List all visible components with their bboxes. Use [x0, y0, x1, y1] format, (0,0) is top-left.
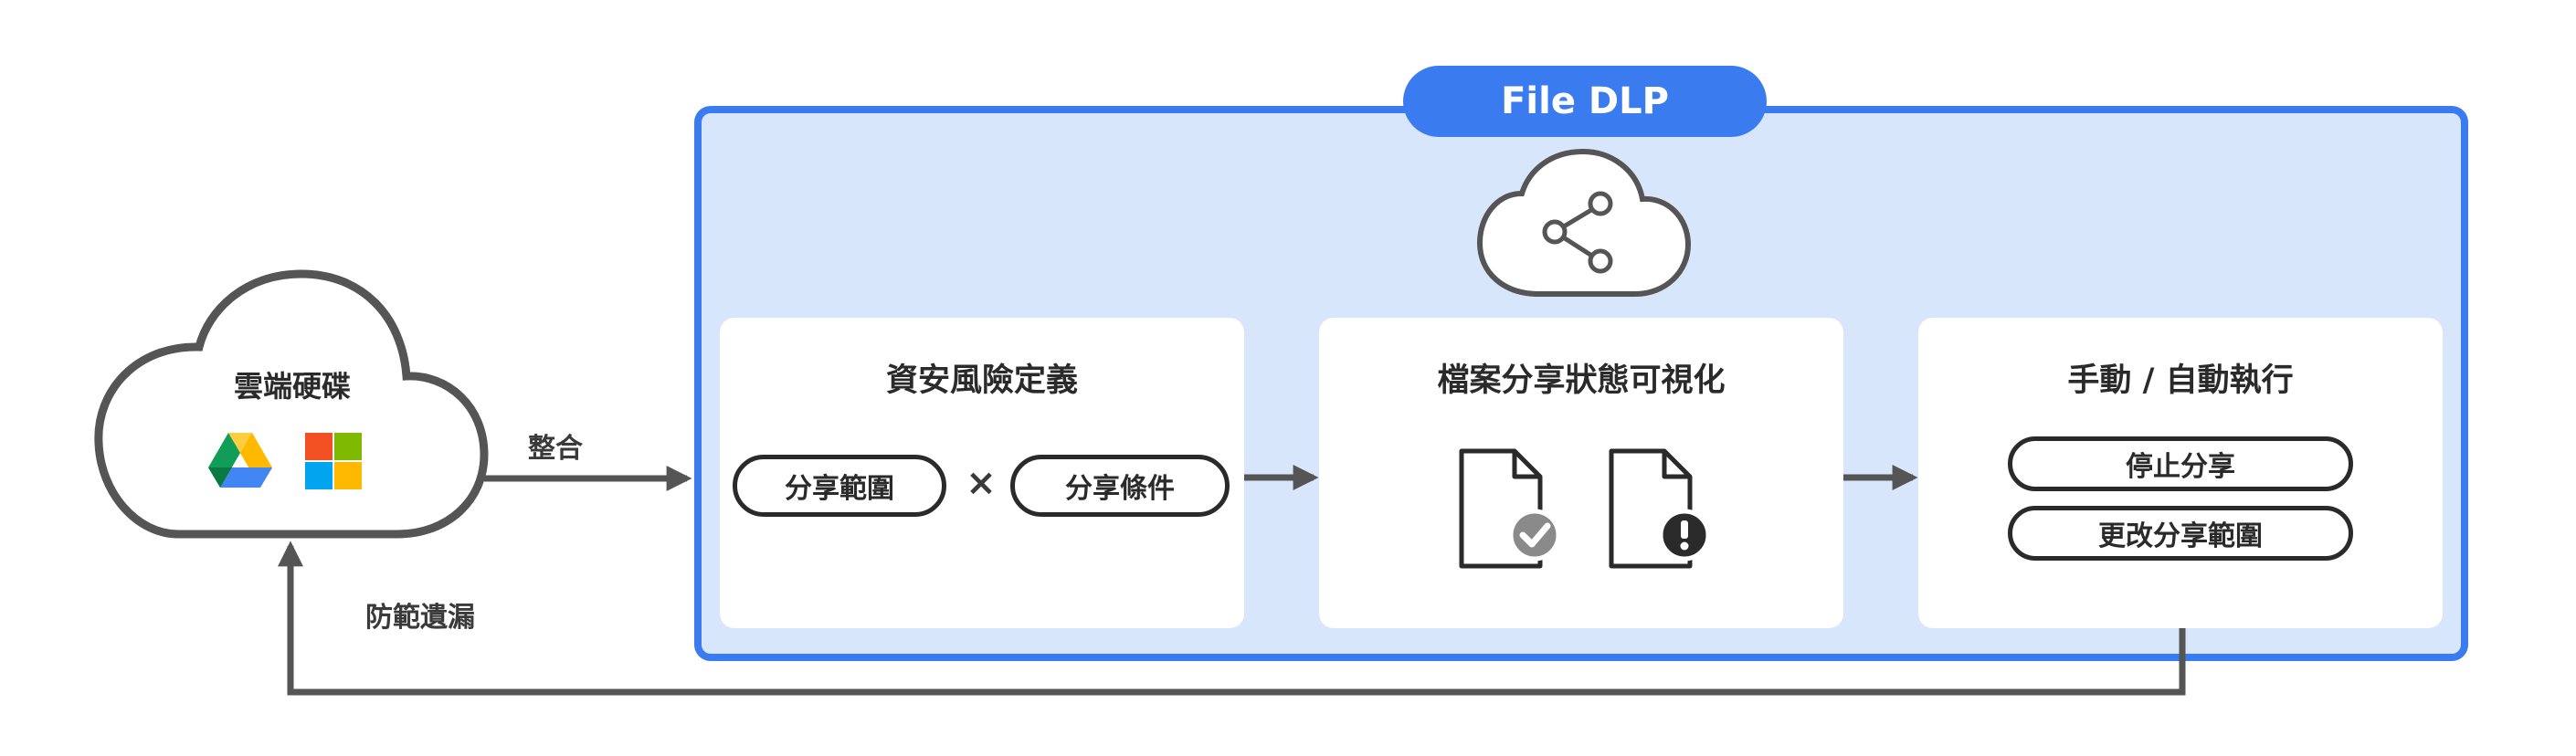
pill-label: 分享條件: [1065, 473, 1175, 505]
share-condition-pill: 分享條件: [1010, 455, 1230, 517]
share-icon: [1542, 191, 1613, 274]
integrate-label: 整合: [528, 433, 583, 465]
share-scope-pill: 分享範圍: [733, 455, 946, 517]
multiply-operator: ×: [966, 462, 997, 504]
prevent-leak-arrow: [278, 541, 2186, 696]
google-drive-icon: [208, 433, 272, 488]
panel-visibility: 檔案分享狀態可視化: [1319, 318, 1843, 628]
panel-execution: 手動 / 自動執行 停止分享 更改分享範圍: [1918, 318, 2443, 628]
source-title: 雲端硬碟: [233, 369, 351, 404]
change-share-scope-pill: 更改分享範圍: [2008, 506, 2353, 561]
source-cloud-shape: [94, 269, 489, 539]
ms-yellow-square: [334, 462, 362, 489]
panel-risk-definition: 資安風險定義 分享範圍 × 分享條件: [720, 318, 1244, 628]
prevent-leak-label: 防範遺漏: [365, 602, 475, 634]
file-warning-icon: [1609, 448, 1708, 569]
dlp-title: File DLP: [1501, 80, 1669, 122]
file-check-icon: [1459, 448, 1558, 569]
stop-sharing-pill: 停止分享: [2008, 436, 2353, 491]
pill-label: 分享範圍: [785, 473, 894, 505]
ms-red-square: [305, 433, 333, 460]
pill-label: 停止分享: [2126, 451, 2235, 483]
panel-title: 手動 / 自動執行: [2067, 362, 2294, 399]
microsoft-icon: [305, 433, 362, 489]
panel-title: 資安風險定義: [885, 362, 1078, 399]
dlp-cloud-shape: [1476, 148, 1692, 297]
panel-title: 檔案分享狀態可視化: [1437, 362, 1726, 399]
ms-blue-square: [305, 462, 333, 489]
ms-green-square: [334, 433, 362, 460]
dlp-title-badge: File DLP: [1403, 66, 1767, 137]
pill-label: 更改分享範圍: [2098, 520, 2263, 552]
